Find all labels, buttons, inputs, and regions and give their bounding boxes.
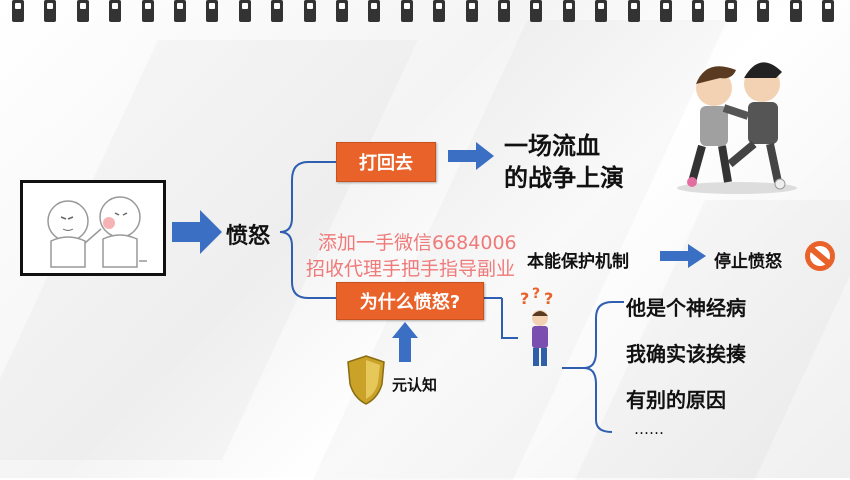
watermark-line-2: 招收代理手把手指导副业 [306, 258, 516, 280]
binding-ring [627, 0, 640, 22]
fighting-boys-image [662, 48, 812, 198]
arrow-up [392, 322, 418, 362]
outcome-line-1: 一场流血 [504, 132, 600, 160]
stop-anger-label: 停止愤怒 [714, 252, 782, 272]
binding-ring [174, 0, 186, 22]
binding-ring [206, 0, 219, 22]
arrow-to-outcome [448, 142, 494, 170]
binding-ring [336, 0, 348, 22]
watermark-line-1: 添加一手微信6684006 [318, 232, 517, 254]
arrow-to-anger [172, 210, 222, 254]
binding-ring [789, 0, 802, 22]
binding-ring [141, 0, 154, 22]
binding-ring [562, 0, 575, 22]
reasons-bracket [583, 301, 613, 433]
svg-text:?: ? [520, 289, 529, 308]
why-angry-box: 为什么愤怒? [336, 282, 484, 320]
shield-icon [346, 354, 386, 406]
fight-back-box: 打回去 [336, 142, 436, 182]
stick-figures-image [20, 180, 166, 276]
instinct-label: 本能保护机制 [527, 252, 629, 272]
svg-text:?: ? [532, 286, 540, 302]
binding-ring [530, 0, 543, 22]
binding-ring [238, 0, 251, 22]
no-sign-icon [804, 240, 836, 272]
anger-bracket [279, 161, 309, 299]
reason-item: 有别的原因 [626, 388, 726, 412]
binding-ring [724, 0, 737, 22]
binding-ring [465, 0, 478, 22]
binding-ring [822, 0, 834, 22]
binding-ring [109, 0, 122, 22]
reason-ellipsis: …… [634, 420, 664, 438]
binding-ring [76, 0, 89, 22]
binding-ring [271, 0, 284, 22]
binding-ring [44, 0, 57, 22]
binding-ring [433, 0, 446, 22]
svg-text:?: ? [544, 289, 553, 308]
anger-label: 愤怒 [226, 224, 271, 249]
confused-person-icon: ? ? ? [518, 286, 562, 370]
binding-ring [303, 0, 316, 22]
binding-ring [660, 0, 672, 22]
binding-ring [692, 0, 705, 22]
connector-line [501, 298, 518, 339]
metacognition-label: 元认知 [392, 376, 438, 394]
reason-item: 我确实该挨揍 [626, 342, 746, 366]
arrow-to-stop [660, 244, 706, 268]
binding-ring [368, 0, 381, 22]
binding-ring [12, 0, 24, 22]
binding-ring [498, 0, 510, 22]
reason-item: 他是个神经病 [626, 296, 746, 320]
binding-ring [400, 0, 413, 22]
outcome-line-2: 的战争上演 [504, 164, 624, 192]
binding-ring [757, 0, 770, 22]
binding-ring [595, 0, 608, 22]
